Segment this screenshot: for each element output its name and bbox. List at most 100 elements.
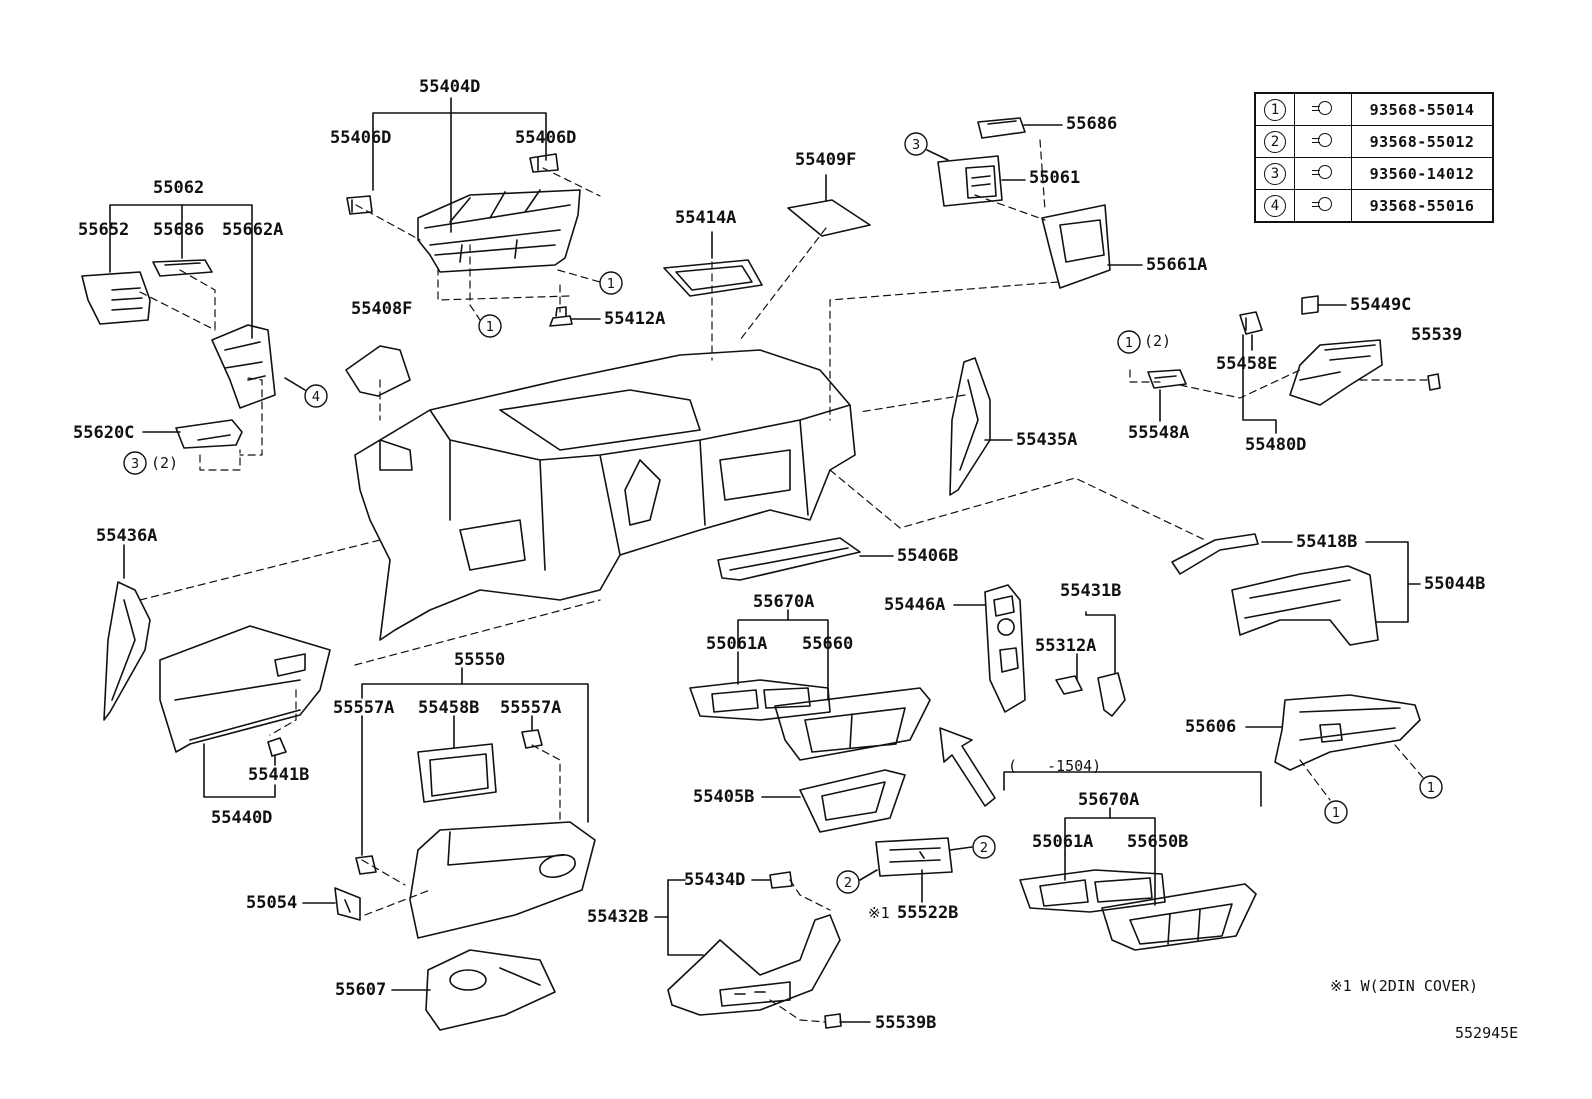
- callout-3-left: [123, 451, 147, 475]
- label-55606: 55606: [1185, 717, 1237, 737]
- callout-1-d: [1324, 800, 1348, 824]
- label-55620C: 55620C: [73, 423, 135, 443]
- bolt-icon: [1312, 132, 1334, 147]
- callout-1-d-num: 1: [1332, 806, 1340, 821]
- part-55557A-l: [355, 855, 377, 875]
- callout-1-e-num: 1: [1427, 781, 1435, 796]
- dashed-guides: [139, 139, 1431, 1023]
- part-55414A: [663, 259, 763, 297]
- leader-callout-4: [284, 377, 306, 391]
- label-55441B: 55441B: [248, 765, 310, 785]
- leader-lines: [109, 97, 1421, 1023]
- part-55044B: [1231, 565, 1379, 646]
- legend-row: 4 93568-55016: [1254, 189, 1494, 223]
- part-55405B: [799, 769, 906, 833]
- callout-2-right: [972, 835, 996, 859]
- label-55432B: 55432B: [587, 907, 649, 927]
- leader-callout-2-right: [949, 846, 973, 851]
- label-55061A-bottom: 55061A: [1032, 832, 1094, 852]
- callout-1-c-num: 1: [1125, 336, 1133, 351]
- part-55686-right: [977, 117, 1026, 139]
- part-55522B: [875, 837, 953, 877]
- callout-3-top-num: 3: [912, 138, 920, 153]
- leader-55670A-top: [737, 619, 829, 701]
- label-55405B: 55405B: [693, 787, 755, 807]
- callout-1-b: [478, 314, 502, 338]
- bolt-icon: [1312, 196, 1334, 211]
- part-55418B: [1171, 533, 1259, 575]
- part-55412A: [549, 306, 573, 327]
- label-55446A: 55446A: [884, 595, 946, 615]
- label-55406D-left: 55406D: [330, 128, 392, 148]
- leader-callout-3-top: [926, 149, 949, 161]
- bolt-icon: [1312, 164, 1334, 179]
- callouts: [123, 132, 1443, 894]
- part-55404D: [417, 189, 581, 273]
- part-55480D: [1289, 339, 1383, 406]
- label-55686-right: 55686: [1066, 114, 1118, 134]
- part-55408F: [345, 345, 411, 397]
- part-55431B: [1097, 672, 1126, 717]
- label-55440D: 55440D: [211, 808, 273, 828]
- label-date-range: ( -1504): [1008, 757, 1102, 775]
- callout-1-a-num: 1: [607, 277, 615, 292]
- callout-4: [304, 384, 328, 408]
- part-55652: [81, 271, 151, 325]
- part-55662A: [211, 324, 276, 409]
- label-55061: 55061: [1029, 168, 1081, 188]
- legend-ref-circle: 3: [1264, 162, 1286, 185]
- part-55550-box: [409, 821, 596, 939]
- callout-2-left: [836, 870, 860, 894]
- leader-55404D: [372, 112, 547, 191]
- label-55434D: 55434D: [684, 870, 746, 890]
- label-55406D-right: 55406D: [515, 128, 577, 148]
- label-55480D: 55480D: [1245, 435, 1307, 455]
- legend-ref-circle: 2: [1264, 130, 1286, 153]
- legend-row: 3 93560-14012: [1254, 157, 1494, 190]
- label-55062: 55062: [153, 178, 205, 198]
- bolt-icon: [1312, 100, 1334, 115]
- label-55670A-top: 55670A: [753, 592, 815, 612]
- label-55054: 55054: [246, 893, 298, 913]
- part-55312A: [1055, 675, 1083, 695]
- part-55435A: [949, 357, 991, 496]
- legend-ref-circle: 4: [1264, 194, 1286, 217]
- label-asterisk-1: ※1: [868, 904, 890, 922]
- label-55607: 55607: [335, 980, 387, 1000]
- label-55662A: 55662A: [222, 220, 284, 240]
- label-55652: 55652: [78, 220, 130, 240]
- label-footnote: ※1 W(2DIN COVER): [1330, 977, 1479, 995]
- leader-55432B: [667, 879, 704, 956]
- part-55434D: [769, 871, 793, 889]
- legend-part-number: 93568-55014: [1351, 92, 1494, 126]
- label-55431B: 55431B: [1060, 581, 1122, 601]
- part-55432B: [667, 914, 841, 1016]
- label-55312A: 55312A: [1035, 636, 1097, 656]
- label-qty-2-right: (2): [1144, 332, 1172, 350]
- label-55414A: 55414A: [675, 208, 737, 228]
- part-55606: [1274, 694, 1421, 771]
- leader-55440D: [203, 743, 276, 798]
- part-55406D-left: [346, 195, 373, 215]
- part-55650B: [1101, 883, 1257, 951]
- callout-2-right-num: 2: [980, 841, 988, 856]
- label-55044B: 55044B: [1424, 574, 1486, 594]
- label-55408F: 55408F: [351, 299, 413, 319]
- label-55522B: 55522B: [897, 903, 959, 923]
- leader-callout-2-left: [859, 869, 878, 881]
- label-55661A: 55661A: [1146, 255, 1208, 275]
- label-55412A: 55412A: [604, 309, 666, 329]
- label-55404D: 55404D: [419, 77, 481, 97]
- part-55061: [937, 155, 1003, 207]
- leader-55550: [361, 683, 589, 823]
- part-55061A-top: [689, 679, 831, 721]
- part-55548A: [1147, 369, 1187, 389]
- legend-part-number: 93568-55012: [1351, 125, 1494, 158]
- label-55409F: 55409F: [795, 150, 857, 170]
- part-55061A-bottom: [1019, 869, 1166, 913]
- label-55660: 55660: [802, 634, 854, 654]
- label-55650B: 55650B: [1127, 832, 1189, 852]
- legend-ref-circle: 1: [1264, 98, 1286, 121]
- callout-numbers: 1 1 3 4 3 1 2 2 1 1: [131, 138, 1435, 891]
- part-55557A-r: [521, 729, 543, 749]
